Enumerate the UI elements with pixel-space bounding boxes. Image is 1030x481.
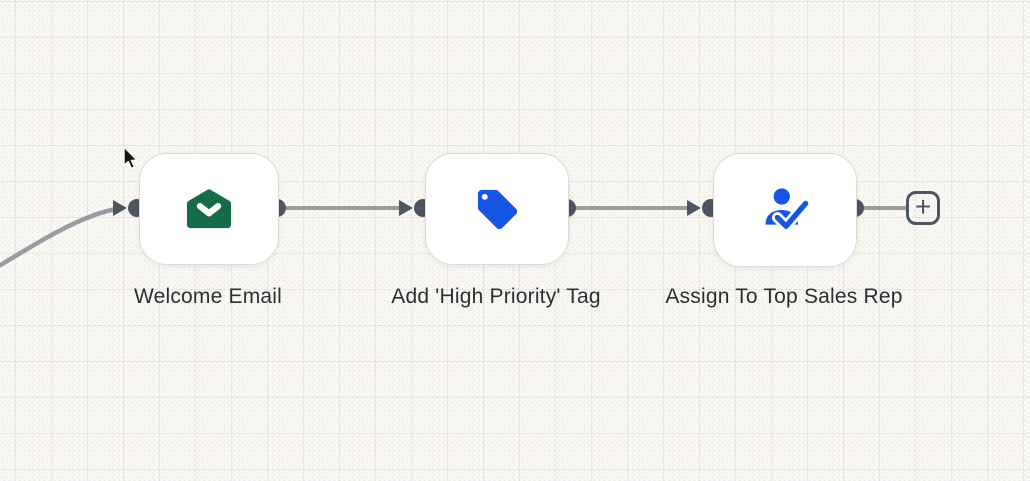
user-check-icon bbox=[765, 188, 811, 232]
email-envelope-icon bbox=[186, 189, 232, 229]
node-label-add-tag: Add 'High Priority' Tag bbox=[391, 285, 601, 308]
plus-icon: + bbox=[914, 190, 932, 222]
tag-icon bbox=[477, 189, 517, 229]
node-welcome-email[interactable] bbox=[139, 153, 279, 265]
add-step-button[interactable]: + bbox=[906, 191, 940, 225]
node-assign-rep[interactable] bbox=[713, 153, 857, 267]
node-label-welcome-email: Welcome Email bbox=[133, 285, 283, 308]
node-label-assign-rep: Assign To Top Sales Rep bbox=[665, 285, 903, 308]
arrowhead-tag-to-assign bbox=[687, 200, 701, 216]
node-add-tag[interactable] bbox=[425, 153, 569, 265]
connection-incoming[interactable] bbox=[0, 206, 119, 274]
arrowhead-welcome-to-tag bbox=[399, 200, 413, 216]
arrowhead-incoming bbox=[113, 200, 127, 216]
